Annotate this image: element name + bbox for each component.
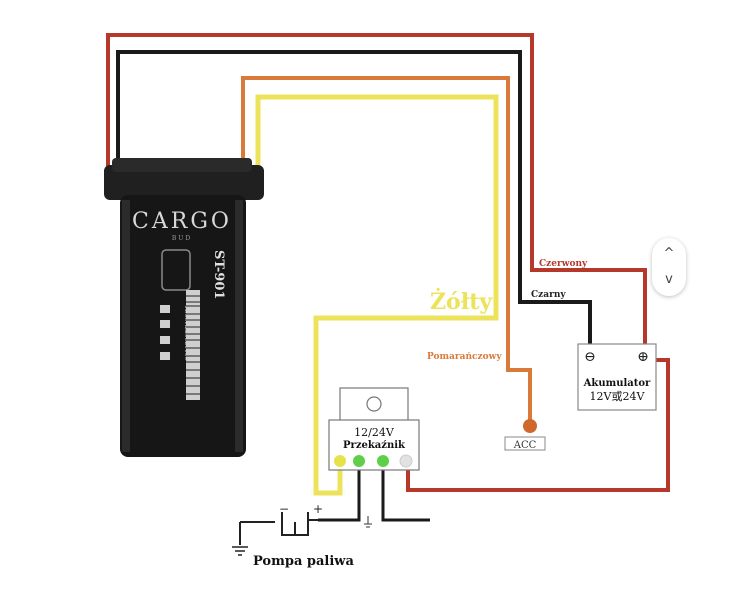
relay-pin-grey (399, 454, 413, 468)
black-wire (116, 50, 592, 345)
device-barcode-lines (186, 295, 200, 395)
scroll-widget: ^ v (652, 238, 686, 296)
relay-pump-wire (318, 468, 361, 522)
pump-minus: − (279, 502, 289, 516)
acc-label: ACC (513, 440, 537, 451)
red-wire (106, 33, 647, 345)
relay-module (328, 387, 420, 471)
acc-terminal (523, 419, 537, 433)
battery-minus: ⊖ (584, 349, 596, 365)
label-orange-wire: Pomarańczowy (427, 352, 502, 362)
fuel-pump-symbol (239, 512, 318, 545)
battery-plus: ⊕ (637, 349, 649, 365)
relay-voltage: 12/24V (354, 426, 395, 439)
ground-symbol-relay (364, 516, 372, 528)
yellow-wire (255, 94, 499, 496)
device-sim-slot (161, 249, 191, 291)
device-brand-sub: BUD (172, 235, 192, 242)
battery-voltage: 12V或24V (590, 390, 646, 403)
scroll-down-icon[interactable]: v (665, 272, 673, 287)
label-red-wire: Czerwony (539, 259, 588, 269)
pump-plus: + (313, 502, 323, 516)
device-brand: CARGO (132, 209, 232, 234)
acc-box (504, 436, 546, 451)
relay-pin-green-1 (353, 455, 365, 467)
relay-load-wire (381, 468, 430, 522)
ground-symbol-pump (232, 546, 248, 556)
device-model: ST-901 (211, 250, 226, 299)
relay-pin-green-2 (377, 455, 389, 467)
relay-pin-yellow (334, 455, 346, 467)
device-cert-marks (160, 305, 170, 360)
device-barcode (186, 290, 200, 400)
label-black-wire: Czarny (531, 290, 566, 300)
tracker-device (104, 158, 264, 457)
red-wire-relay (406, 358, 670, 492)
label-yellow-wire: Żółty (430, 287, 493, 315)
battery-box (577, 343, 657, 411)
relay-title: Przekaźnik (343, 440, 406, 451)
pump-label: Pompa paliwa (253, 554, 354, 569)
orange-wire (241, 76, 532, 420)
scroll-up-icon[interactable]: ^ (663, 246, 675, 261)
battery-title: Akumulator (583, 378, 651, 389)
